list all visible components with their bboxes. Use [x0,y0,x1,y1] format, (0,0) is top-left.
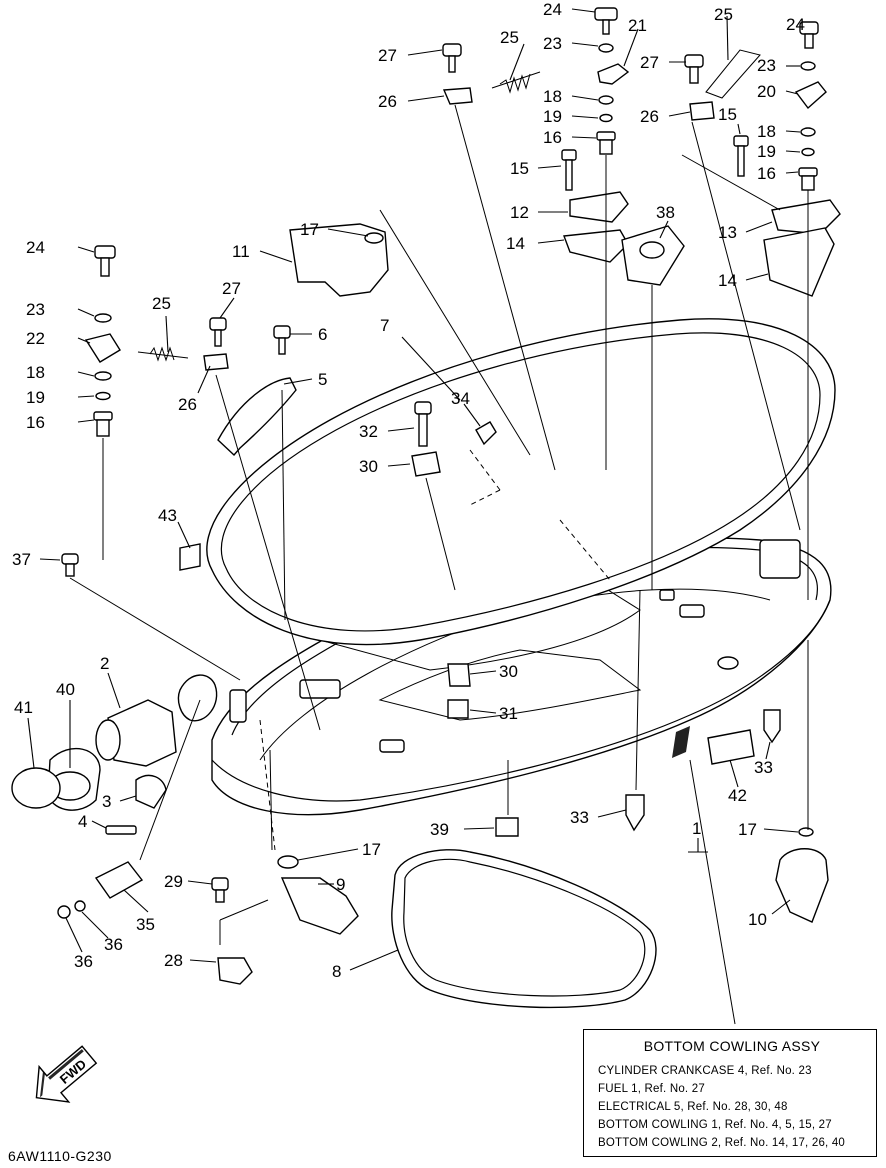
callout-37: 37 [12,550,31,569]
callout-27: 27 [378,46,397,65]
callout-36: 36 [104,935,123,954]
callout-35: 35 [136,915,155,934]
reference-line: BOTTOM COWLING 2, Ref. No. 14, 17, 26, 4… [598,1137,846,1149]
callout-9: 9 [336,875,345,894]
callout-15: 15 [718,105,737,124]
callout-29: 29 [164,872,183,891]
callout-12: 12 [510,203,529,222]
callout-42: 42 [728,786,747,805]
reference-line: FUEL 1, Ref. No. 27 [598,1083,705,1095]
callout-23: 23 [757,56,776,75]
callout-1: 1 [692,819,701,838]
leader-lines [27,8,801,971]
gasket-8 [391,849,657,1009]
callout-7: 7 [380,316,389,335]
callout-30: 30 [359,457,378,476]
callout-26: 26 [640,107,659,126]
callout-17: 17 [362,840,381,859]
reference-line: CYLINDER CRANKCASE 4, Ref. No. 23 [598,1065,812,1077]
callout-17: 17 [300,220,319,239]
callout-14: 14 [506,234,525,253]
callout-18: 18 [543,87,562,106]
callout-5: 5 [318,370,327,389]
callout-4: 4 [78,812,87,831]
callout-23: 23 [26,300,45,319]
reference-line: BOTTOM COWLING 1, Ref. No. 4, 5, 15, 27 [598,1119,832,1131]
callout-11: 11 [232,242,250,261]
callout-43: 43 [158,506,177,525]
callout-31: 31 [499,704,518,723]
callout-22: 22 [26,329,45,348]
reference-line: ELECTRICAL 5, Ref. No. 28, 30, 48 [598,1101,788,1113]
callout-3: 3 [102,792,111,811]
small-parts [11,7,841,985]
callout-28: 28 [164,951,183,970]
callout-labels: 24 23 21 25 27 26 18 19 16 15 12 14 38 2… [12,0,805,981]
callout-20: 20 [757,82,776,101]
callout-18: 18 [26,363,45,382]
callout-25: 25 [500,28,519,47]
callout-27: 27 [222,279,241,298]
callout-26: 26 [378,92,397,111]
callout-25: 25 [714,5,733,24]
callout-26: 26 [178,395,197,414]
callout-27: 27 [640,53,659,72]
callout-13: 13 [718,223,737,242]
callout-19: 19 [757,142,776,161]
callout-32: 32 [359,422,378,441]
callout-15: 15 [510,159,529,178]
callout-10: 10 [748,910,767,929]
callout-40: 40 [56,680,75,699]
callout-36: 36 [74,952,93,971]
fwd-arrow-icon: FWD [35,1045,98,1103]
reference-box-title: BOTTOM COWLING ASSY [643,1038,821,1054]
callout-16: 16 [26,413,45,432]
callout-23: 23 [543,34,562,53]
callout-24: 24 [786,15,805,34]
callout-17: 17 [738,820,757,839]
callout-18: 18 [757,122,776,141]
callout-38: 38 [656,203,675,222]
callout-24: 24 [26,238,45,257]
assembly-lines [69,104,809,1025]
callout-16: 16 [757,164,776,183]
seal-ring-7 [206,318,836,646]
callout-39: 39 [430,820,449,839]
callout-14: 14 [718,271,737,290]
reference-box: BOTTOM COWLING ASSY CYLINDER CRANKCASE 4… [583,1029,877,1157]
callout-16: 16 [543,128,562,147]
callout-33: 33 [754,758,773,777]
callout-6: 6 [318,325,327,344]
callout-33: 33 [570,808,589,827]
callout-25: 25 [152,294,171,313]
dashed-guides [259,449,611,851]
callout-19: 19 [543,107,562,126]
callout-19: 19 [26,388,45,407]
document-code: 6AW1110-G230 [8,1148,112,1164]
callout-24: 24 [543,0,562,19]
callout-2: 2 [100,654,109,673]
callout-34: 34 [451,389,470,408]
callout-8: 8 [332,962,341,981]
callout-21: 21 [628,16,647,35]
callout-30: 30 [499,662,518,681]
callout-41: 41 [14,698,33,717]
